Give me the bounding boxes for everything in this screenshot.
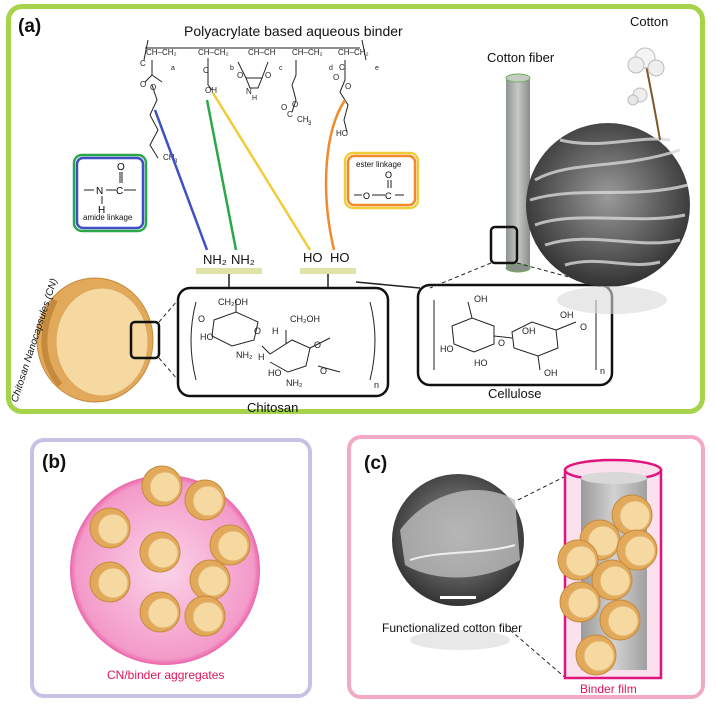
svg-text:H: H xyxy=(272,326,279,336)
svg-text:O: O xyxy=(198,314,205,324)
svg-text:HO: HO xyxy=(336,129,348,138)
svg-text:CH–CH₂: CH–CH₂ xyxy=(338,48,369,57)
panel-a-frame xyxy=(6,4,705,414)
svg-text:CH–CH₂: CH–CH₂ xyxy=(146,48,177,57)
ho-group-2: HO xyxy=(330,250,350,265)
chitosan-label: Chitosan xyxy=(247,400,299,415)
svg-text:NH₂: NH₂ xyxy=(236,350,253,360)
nh2-group-1: NH₂ xyxy=(203,252,227,267)
svg-text:CH–CH₂: CH–CH₂ xyxy=(292,48,323,57)
svg-text:HO: HO xyxy=(440,344,454,354)
chitosan-anchor-bar xyxy=(196,268,262,274)
amide-link-line-green xyxy=(205,99,238,251)
svg-text:O: O xyxy=(345,82,351,91)
svg-text:O: O xyxy=(237,71,243,80)
svg-text:OH: OH xyxy=(522,326,536,336)
aggregates-caption: CN/binder aggregates xyxy=(107,668,225,682)
svg-text:b: b xyxy=(230,65,234,72)
svg-text:O: O xyxy=(320,366,327,376)
svg-text:HO: HO xyxy=(268,368,282,378)
svg-text:CH–CH₂: CH–CH₂ xyxy=(198,48,229,57)
functionalized-fiber-sem xyxy=(392,474,524,650)
svg-text:e: e xyxy=(375,65,379,72)
svg-text:C: C xyxy=(203,66,209,75)
svg-text:O: O xyxy=(254,326,261,336)
film-caption: Binder film xyxy=(580,682,637,696)
svg-text:H: H xyxy=(258,352,265,362)
svg-text:OH: OH xyxy=(474,294,488,304)
svg-text:O: O xyxy=(150,83,156,92)
ester-link-line-yellow xyxy=(211,92,312,251)
binder-title: Polyacrylate based aqueous binder xyxy=(184,23,403,39)
panel-c-label: (c) xyxy=(364,453,388,474)
svg-text:O: O xyxy=(333,73,339,82)
cotton-sem-image xyxy=(526,123,690,314)
panel-a-label: (a) xyxy=(18,16,42,37)
svg-text:NH₂: NH₂ xyxy=(286,378,303,388)
cellulose-anchor-bar xyxy=(300,268,356,274)
cotton-fiber-label: Cotton fiber xyxy=(487,50,555,65)
panel-b-frame xyxy=(30,438,312,698)
svg-text:O: O xyxy=(385,170,392,180)
svg-text:H: H xyxy=(252,95,257,102)
svg-text:C: C xyxy=(339,63,345,72)
fiber-caption: Functionalized cotton fiber xyxy=(382,621,523,635)
svg-text:N: N xyxy=(246,87,252,96)
ester-link-line-orange xyxy=(324,99,347,251)
svg-text:n: n xyxy=(374,380,379,390)
svg-text:O: O xyxy=(314,340,321,350)
cotton-label: Cotton xyxy=(630,14,669,29)
svg-text:O: O xyxy=(265,71,271,80)
ester-linkage-label: ester linkage xyxy=(356,160,402,169)
svg-text:O: O xyxy=(580,322,587,332)
svg-text:CH: CH xyxy=(163,153,175,162)
cn-binder-aggregate xyxy=(70,465,260,665)
svg-text:CH: CH xyxy=(297,115,309,124)
chitosan-nanocapsule xyxy=(36,277,179,403)
panel-c-frame xyxy=(347,435,705,699)
nh2-group-2: NH₂ xyxy=(231,252,255,267)
amide-link-line-blue xyxy=(153,109,209,251)
svg-text:O: O xyxy=(281,103,287,112)
ho-group-1: HO xyxy=(303,250,323,265)
svg-text:C: C xyxy=(385,191,392,201)
svg-text:OH: OH xyxy=(205,86,217,95)
svg-text:C: C xyxy=(140,59,146,68)
svg-text:OH: OH xyxy=(544,368,558,378)
svg-text:a: a xyxy=(171,65,175,72)
svg-text:O: O xyxy=(498,338,505,348)
svg-text:O: O xyxy=(363,191,370,201)
binder-film-cylinder xyxy=(557,458,663,680)
svg-text:CH–CH: CH–CH xyxy=(248,48,276,57)
svg-text:O: O xyxy=(140,80,146,89)
cellulose-label: Cellulose xyxy=(488,386,542,401)
svg-text:H: H xyxy=(98,205,105,216)
panel-b-label: (b) xyxy=(42,452,67,473)
svg-text:C: C xyxy=(287,110,293,119)
svg-text:c: c xyxy=(279,65,283,72)
ester-linkage-box: O C O xyxy=(343,151,420,210)
svg-text:HO: HO xyxy=(474,358,488,368)
svg-text:n: n xyxy=(600,366,605,376)
svg-text:d: d xyxy=(329,65,333,72)
amide-linkage-box: N C O H xyxy=(72,153,148,233)
svg-text:O: O xyxy=(117,162,125,173)
svg-text:3: 3 xyxy=(308,121,312,127)
svg-text:HO: HO xyxy=(200,332,214,342)
svg-text:CH₂OH: CH₂OH xyxy=(290,314,320,324)
svg-text:3: 3 xyxy=(174,159,178,165)
polymer-structure xyxy=(143,39,367,159)
amide-linkage-label: amide linkage xyxy=(83,213,133,222)
svg-text:O: O xyxy=(292,100,298,109)
svg-text:OH: OH xyxy=(560,310,574,320)
svg-text:C: C xyxy=(116,186,123,197)
svg-text:CH₂OH: CH₂OH xyxy=(218,297,248,307)
cotton-plant-icon xyxy=(627,47,665,141)
svg-text:N: N xyxy=(96,186,103,197)
